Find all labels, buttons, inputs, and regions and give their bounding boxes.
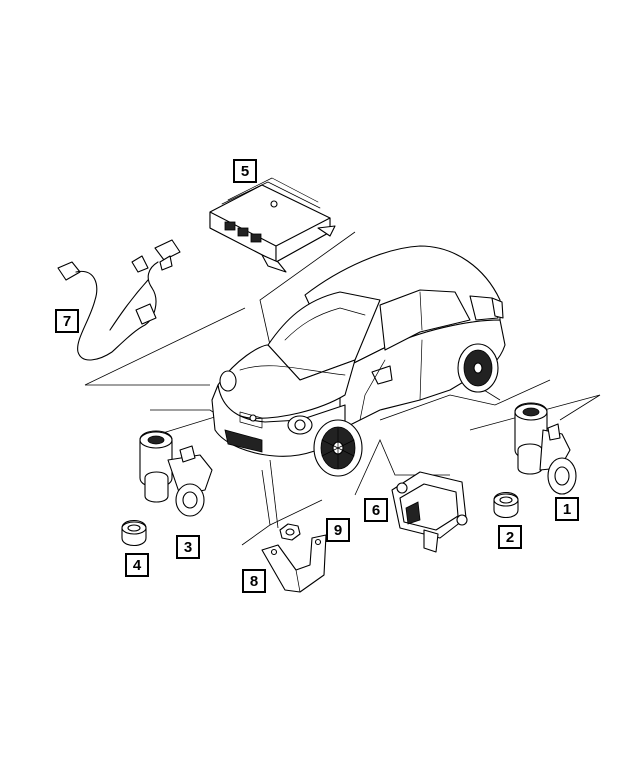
center-sensor-illustration	[391, 471, 468, 553]
callout-4-box[interactable]: 4	[125, 553, 149, 577]
callout-3-box[interactable]: 3	[176, 535, 200, 559]
nut-illustration	[279, 523, 301, 541]
left-impact-sensor-illustration	[139, 430, 213, 517]
airbag-control-module-illustration	[209, 177, 336, 273]
callout-5-box[interactable]: 5	[233, 159, 257, 183]
wiring-harness-illustration	[57, 239, 181, 361]
right-impact-sensor-illustration	[514, 402, 577, 495]
callout-9-box[interactable]: 9	[326, 518, 350, 542]
callout-6-box[interactable]: 6	[364, 498, 388, 522]
vehicle-illustration	[211, 245, 506, 477]
callout-8-box[interactable]: 8	[242, 569, 266, 593]
callout-7-box[interactable]: 7	[55, 309, 79, 333]
callout-1-box[interactable]: 1	[555, 497, 579, 521]
bracket-illustration	[261, 534, 327, 593]
left-grommet-illustration	[121, 519, 147, 547]
right-grommet-illustration	[493, 491, 519, 519]
callout-2-box[interactable]: 2	[498, 525, 522, 549]
